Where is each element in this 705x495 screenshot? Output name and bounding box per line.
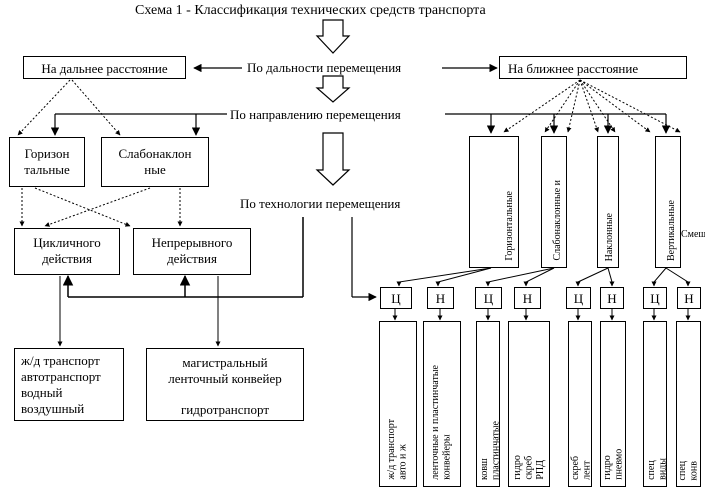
short-example-col-7: спец виды: [643, 321, 667, 487]
short-example-col-5-text: скреб лент РПД: [570, 456, 592, 480]
cyclic-examples-text: ж/д транспорт автотранспорт водный возду…: [21, 353, 101, 416]
diagram-title: Схема 1 - Классификация технических сред…: [135, 3, 486, 18]
short-tech-n-3: Н: [600, 287, 624, 309]
short-example-col-6: гидро пневмо электро: [600, 321, 626, 487]
short-tech-c-1: Ц: [380, 287, 412, 309]
short-example-col-7-text: спец виды: [646, 458, 667, 480]
criterion-technology: По технологии перемещения: [240, 196, 401, 211]
short-distance-box: На ближнее расстояние: [499, 56, 687, 79]
short-example-col-8-text: спец конв Гидро Мостовые: [677, 460, 700, 480]
short-tech-c-3-label: Ц: [573, 291, 584, 306]
short-column-vertical-label: Вертикальные: [665, 200, 677, 261]
criterion-direction: По направлению перемещения: [230, 107, 401, 122]
short-example-col-5: скреб лент РПД: [568, 321, 592, 487]
short-example-col-4: гидро скреб РПД ковш с польз пнемо: [508, 321, 550, 487]
continuous-examples-text: магистральный ленточный конвейер гидротр…: [168, 355, 282, 417]
continuous-label: Непрерывного действия: [151, 235, 233, 267]
short-example-col-4-text: гидро скреб РПД ковш с польз пнемо: [512, 455, 550, 480]
cyclic-examples-box: ж/д транспорт автотранспорт водный возду…: [14, 348, 124, 421]
short-tech-n-4: Н: [677, 287, 701, 309]
cyclic-label: Цикличного действия: [33, 235, 101, 267]
inclined-label: Слабонаклон ные: [118, 146, 192, 178]
short-tech-n-2: Н: [514, 287, 541, 309]
short-example-col-8: спец конв Гидро Мостовые: [676, 321, 701, 487]
horizontal-box: Горизон тальные: [9, 137, 85, 187]
inclined-box: Слабонаклон ные: [101, 137, 209, 187]
short-example-col-2: ленточные и пластинчатые конвейеры: [423, 321, 461, 487]
short-tech-n-1-label: Н: [435, 291, 446, 306]
short-tech-n-1: Н: [427, 287, 454, 309]
short-column-vertical: Вертикальные: [655, 136, 681, 268]
short-column-horizontal-label: Горизонтальные: [503, 191, 515, 261]
short-tech-c-2: Ц: [475, 287, 502, 309]
short-column-inclined-slight: Слабонаклонные и: [541, 136, 567, 268]
cyclic-box: Цикличного действия: [14, 228, 120, 275]
short-tech-c-4-label: Ц: [650, 291, 660, 306]
short-example-col-2-text: ленточные и пластинчатые конвейеры: [430, 365, 453, 480]
horizontal-label: Горизон тальные: [24, 146, 70, 178]
short-tech-n-4-label: Н: [684, 291, 694, 306]
short-tech-c-4: Ц: [643, 287, 667, 309]
short-example-col-1: ж/д транспорт авто и ж: [379, 321, 417, 487]
short-example-col-3-text: ковш пластинчатые: [479, 420, 500, 480]
short-column-horizontal: Горизонтальные: [469, 136, 519, 268]
short-example-col-1-text: ж/д транспорт авто и ж: [386, 419, 409, 480]
continuous-box: Непрерывного действия: [133, 228, 251, 275]
long-distance-box: На дальнее расстояние: [23, 56, 186, 79]
short-tech-c-3: Ц: [566, 287, 591, 309]
short-example-col-3: ковш пластинчатые: [476, 321, 500, 487]
short-column-mixed-label: Смешан: [681, 229, 705, 240]
long-distance-label: На дальнее расстояние: [41, 61, 168, 76]
criterion-distance: По дальности перемещения: [247, 60, 402, 75]
continuous-examples-box: магистральный ленточный конвейер гидротр…: [146, 348, 304, 421]
short-distance-label: На ближнее расстояние: [508, 61, 639, 76]
short-tech-c-2-label: Ц: [483, 291, 494, 306]
short-tech-n-2-label: Н: [522, 291, 533, 306]
short-example-col-6-text: гидро пневмо электро: [602, 448, 625, 480]
flow-arrows: [315, 19, 351, 186]
short-tech-c-1-label: Ц: [391, 291, 401, 306]
short-tech-n-3-label: Н: [607, 291, 617, 306]
short-column-inclined-label: Наклонные: [603, 212, 615, 261]
short-column-inclined: Наклонные: [597, 136, 619, 268]
short-column-inclined-slight-label: Слабонаклонные и: [551, 180, 563, 261]
